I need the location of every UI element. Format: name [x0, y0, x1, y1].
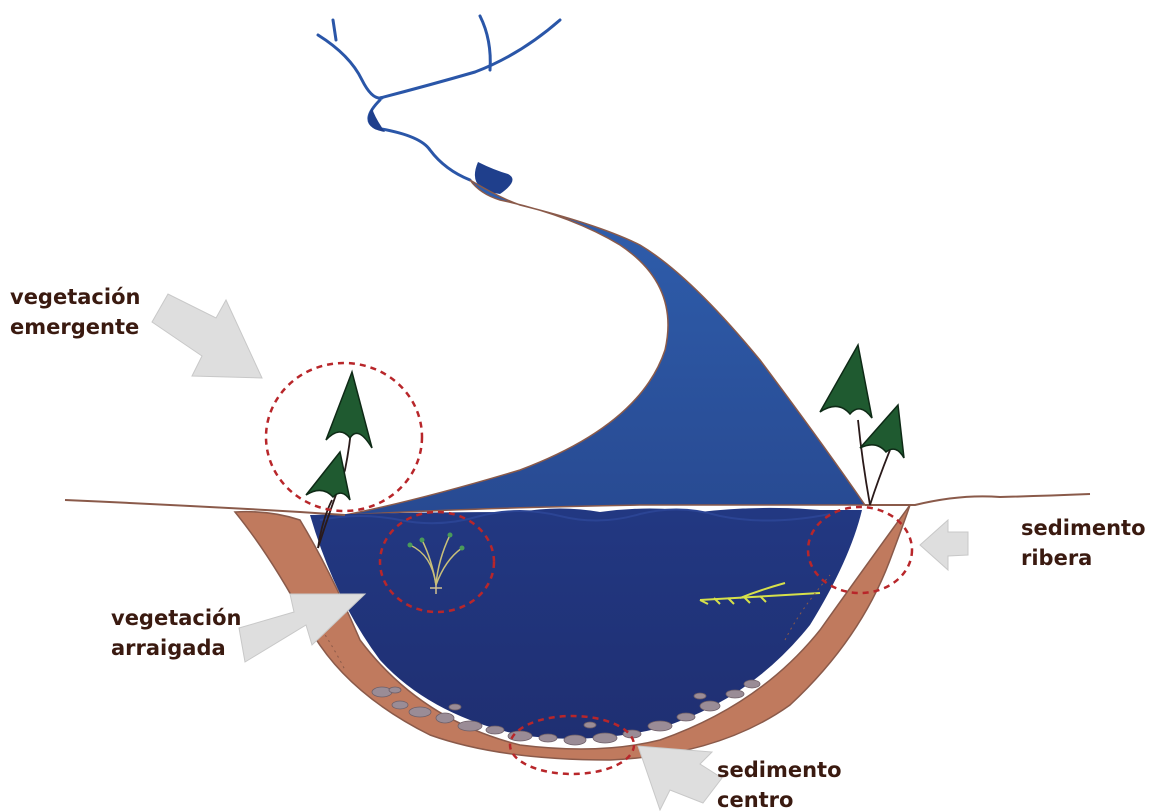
label-rooted-line2: arraigada — [111, 633, 241, 663]
tributary-right-branch — [480, 16, 490, 70]
label-emergent-line2: emergente — [10, 312, 140, 342]
stream-pool-1 — [368, 108, 385, 132]
label-bank-line1: sedimento — [1021, 513, 1146, 543]
tributary-left-branch — [333, 20, 336, 40]
label-bank-sediment: sedimento ribera — [1021, 513, 1146, 573]
label-rooted-vegetation: vegetación arraigada — [111, 603, 241, 663]
tributary-network — [318, 16, 560, 180]
label-center-line2: centro — [717, 785, 842, 811]
arrow-emergent — [152, 294, 262, 378]
label-emergent-vegetation: vegetación emergente — [10, 282, 140, 342]
arrow-center — [638, 746, 722, 810]
label-center-sediment: sedimento centro — [717, 755, 842, 811]
label-rooted-line1: vegetación — [111, 603, 241, 633]
stream-upper — [369, 100, 470, 180]
label-emergent-line1: vegetación — [10, 282, 140, 312]
arrow-bank — [920, 520, 968, 570]
tributary-left — [318, 35, 382, 98]
channel-flow — [345, 180, 865, 515]
label-bank-line2: ribera — [1021, 543, 1146, 573]
tributary-right — [380, 20, 560, 98]
label-center-line1: sedimento — [717, 755, 842, 785]
